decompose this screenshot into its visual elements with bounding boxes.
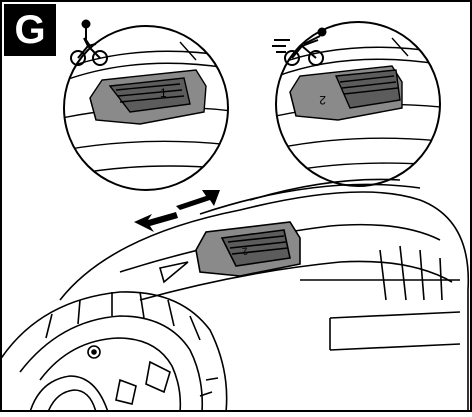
drill-body [2,178,470,410]
right-detail-magnifier: 2 [275,21,441,187]
main-switch-mark: 2 [241,244,249,256]
bicycle-slow-rider-icon [70,19,108,66]
left-switch-mark: 1 [160,86,167,100]
left-detail-magnifier: 1 [63,25,229,191]
figure-label-badge: G [4,4,56,56]
right-switch-mark: 2 [319,93,326,107]
bicycle-fast-rider-icon [272,27,327,66]
double-direction-arrows-icon [134,190,220,232]
